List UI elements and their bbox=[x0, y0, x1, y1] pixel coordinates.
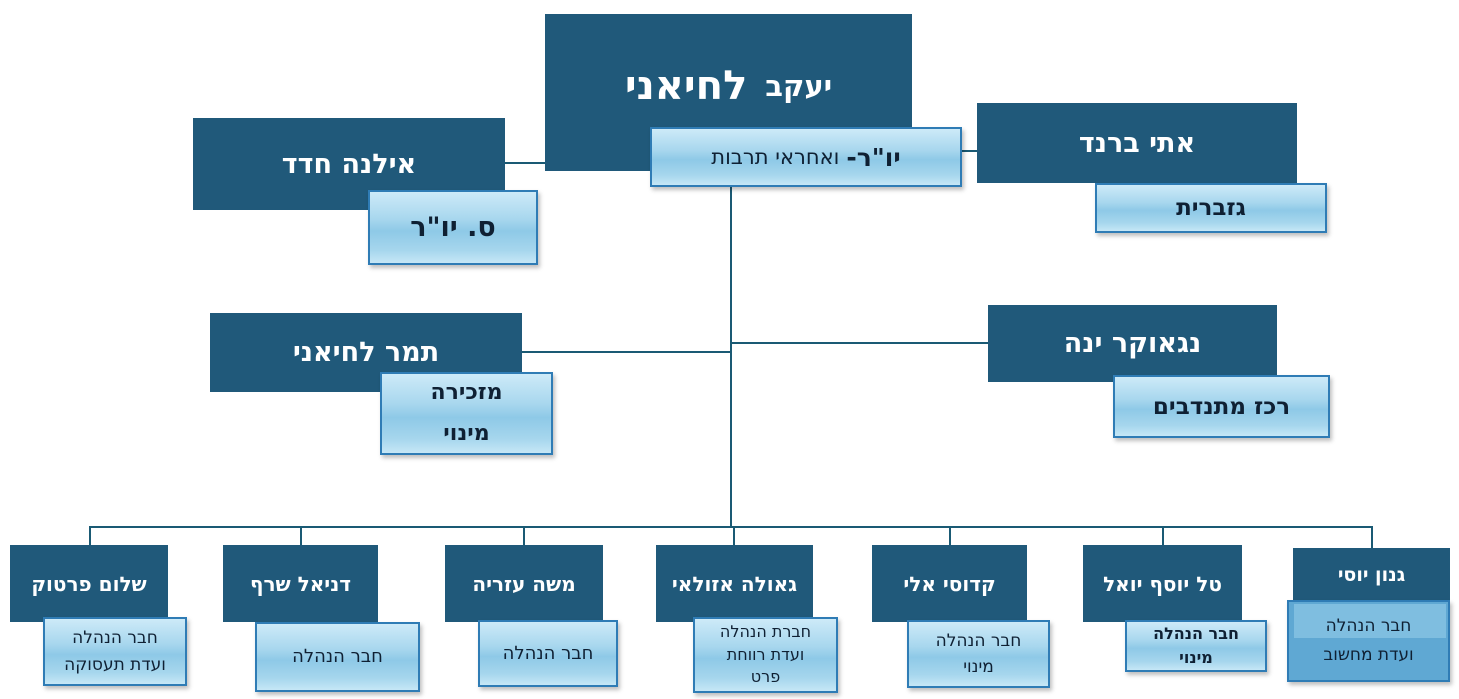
connector-mid-right bbox=[730, 342, 989, 344]
member-6-name: טל יוסף יואל bbox=[1103, 571, 1222, 596]
connector-drop-4 bbox=[733, 527, 735, 547]
member-4-role-line-1: חברת הנהלה bbox=[719, 622, 812, 642]
deputy-chair-role: ס. יו"ר bbox=[410, 212, 496, 243]
connector-top-right bbox=[960, 150, 979, 152]
member-3-role-line-1: חבר הנהלה bbox=[502, 642, 594, 664]
org-node-member-7[interactable]: גנון יוסי bbox=[1293, 548, 1450, 602]
org-role-member-1[interactable]: חבר הנהלה ועדת תעסוקה bbox=[43, 617, 187, 686]
member-1-role-line-2: ועדת תעסוקה bbox=[64, 654, 166, 675]
connector-mid-left bbox=[522, 351, 732, 353]
org-role-member-4[interactable]: חברת הנהלה ועדת רווחת פרט bbox=[693, 617, 838, 693]
member-4-name: גאולה אזולאי bbox=[671, 571, 798, 596]
member-5-name: קדוסי אלי bbox=[903, 571, 996, 596]
org-node-volunteer-coordinator[interactable]: נגאוקר ינה bbox=[988, 305, 1277, 382]
org-node-treasurer[interactable]: אתי ברנד bbox=[977, 103, 1297, 183]
org-role-member-3[interactable]: חבר הנהלה bbox=[478, 620, 618, 687]
treasurer-role: גזברית bbox=[1176, 195, 1246, 221]
org-node-member-4[interactable]: גאולה אזולאי bbox=[656, 545, 813, 622]
connector-bottom-rail bbox=[89, 526, 1373, 528]
connector-drop-3 bbox=[523, 527, 525, 547]
chairman-last-name: לחיאני bbox=[624, 62, 748, 109]
volunteer-coordinator-role: רכז מתנדבים bbox=[1152, 393, 1291, 420]
org-role-chairman[interactable]: יו"ר- ואחראי תרבות bbox=[650, 127, 962, 187]
org-node-member-2[interactable]: דניאל שרף bbox=[223, 545, 378, 622]
member-5-role-line-2: מינוי bbox=[963, 657, 994, 677]
member-7-name: גנון יוסי bbox=[1337, 564, 1406, 586]
member-3-name: משה עזריה bbox=[472, 571, 576, 596]
member-5-role-line-1: חבר הנהלה bbox=[935, 630, 1022, 651]
secretary-role-line-2: מינוי bbox=[443, 420, 490, 446]
org-node-member-6[interactable]: טל יוסף יואל bbox=[1083, 545, 1242, 622]
connector-drop-1 bbox=[89, 527, 91, 547]
org-role-member-6[interactable]: חבר הנהלה מינוי bbox=[1125, 620, 1267, 672]
member-7-role-line-2: ועדת מחשוב bbox=[1323, 645, 1414, 665]
treasurer-name: אתי ברנד bbox=[1078, 127, 1196, 159]
org-role-secretary[interactable]: מזכירה מינוי bbox=[380, 372, 553, 455]
chairman-first-name: יעקב bbox=[765, 68, 833, 103]
org-node-member-1[interactable]: שלום פרטוק bbox=[10, 545, 168, 622]
connector-drop-7 bbox=[1371, 527, 1373, 550]
connector-drop-6 bbox=[1162, 527, 1164, 547]
connector-drop-2 bbox=[300, 527, 302, 547]
org-role-deputy-chair[interactable]: ס. יו"ר bbox=[368, 190, 538, 265]
org-node-member-5[interactable]: קדוסי אלי bbox=[872, 545, 1027, 622]
org-role-volunteer-coordinator[interactable]: רכז מתנדבים bbox=[1113, 375, 1330, 438]
member-6-role-line-2: מינוי bbox=[1179, 648, 1213, 667]
member-7-role-line-1: חבר הנהלה bbox=[1325, 616, 1412, 637]
member-2-role-line-1: חבר הנהלה bbox=[292, 646, 383, 668]
org-role-treasurer[interactable]: גזברית bbox=[1095, 183, 1327, 233]
org-role-member-5[interactable]: חבר הנהלה מינוי bbox=[907, 620, 1050, 688]
secretary-name: תמר לחיאני bbox=[292, 337, 440, 368]
chairman-role-title: יו"ר- bbox=[846, 142, 901, 172]
member-4-role-line-3: פרט bbox=[750, 667, 781, 687]
org-node-secretary[interactable]: תמר לחיאני bbox=[210, 313, 522, 392]
org-role-member-7[interactable]: חבר הנהלה ועדת מחשוב bbox=[1287, 600, 1450, 682]
member-1-role-line-1: חבר הנהלה bbox=[72, 628, 158, 649]
member-2-name: דניאל שרף bbox=[249, 571, 352, 596]
member-1-name: שלום פרטוק bbox=[31, 571, 147, 596]
org-node-member-3[interactable]: משה עזריה bbox=[445, 545, 603, 622]
member-4-role-line-2: ועדת רווחת bbox=[726, 644, 805, 664]
org-role-member-2[interactable]: חבר הנהלה bbox=[255, 622, 420, 692]
connector-drop-5 bbox=[949, 527, 951, 547]
secretary-role-line-1: מזכירה bbox=[430, 379, 503, 405]
member-6-role-line-1: חבר הנהלה bbox=[1153, 624, 1239, 643]
volunteer-coordinator-name: נגאוקר ינה bbox=[1063, 328, 1202, 359]
connector-trunk bbox=[730, 187, 732, 527]
deputy-chair-name: אילנה חדד bbox=[281, 148, 417, 180]
chairman-role-detail: ואחראי תרבות bbox=[711, 145, 840, 169]
